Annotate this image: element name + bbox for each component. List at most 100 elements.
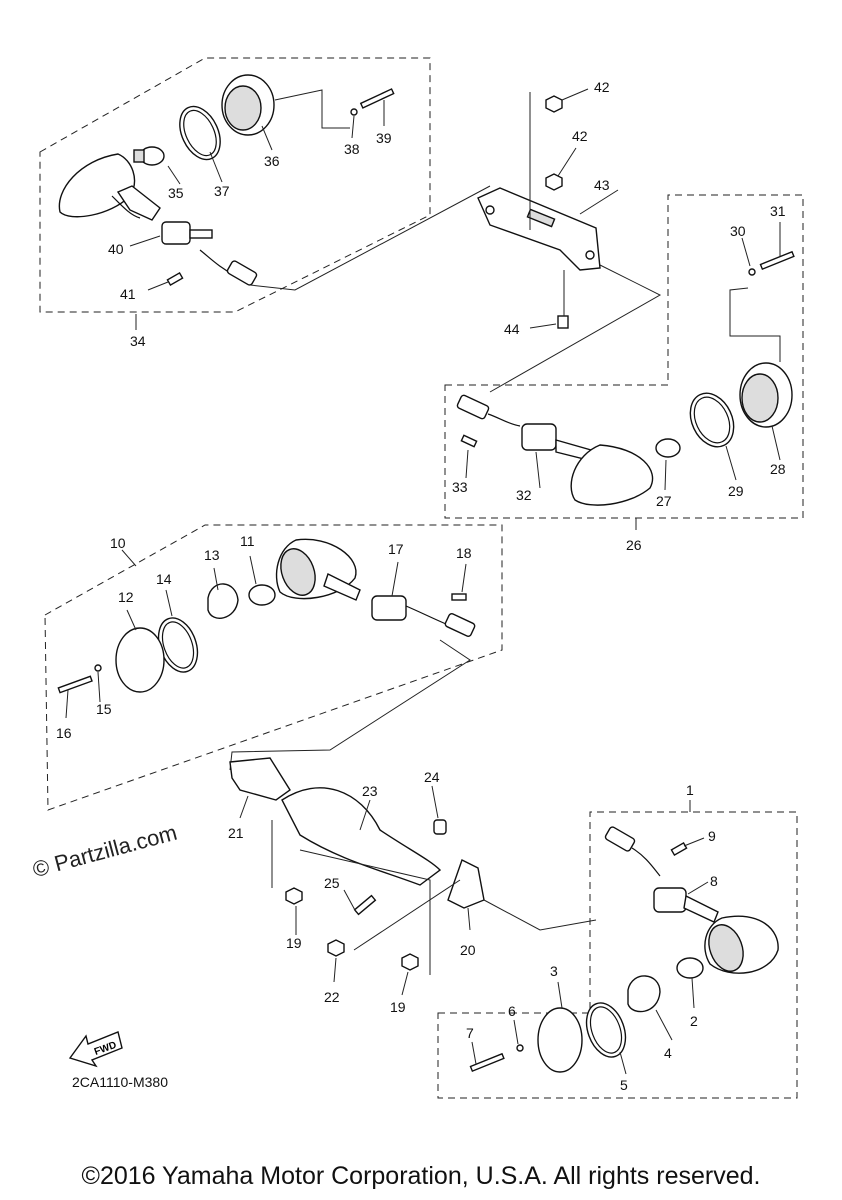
- callout-28: 28: [770, 461, 786, 477]
- cover-23: [281, 787, 442, 886]
- callout-17: 17: [388, 541, 404, 557]
- stay-20: [447, 859, 485, 909]
- nut-19-right: [401, 953, 419, 971]
- washer-38: [350, 108, 358, 116]
- callout-9: 9: [708, 828, 716, 844]
- callout-12: 12: [118, 589, 134, 605]
- stay-21: [229, 757, 291, 801]
- callout-32: 32: [516, 487, 532, 503]
- connector-1: [604, 826, 636, 852]
- screw-18: [451, 593, 467, 601]
- callout-39: 39: [376, 130, 392, 146]
- bolt-22: [327, 939, 345, 957]
- rim-12: [115, 627, 165, 693]
- rim-3: [537, 1007, 583, 1073]
- callout-37: 37: [214, 183, 230, 199]
- callout-24: 24: [424, 769, 440, 785]
- callout-23: 23: [362, 783, 378, 799]
- callout-11: 11: [240, 533, 255, 549]
- callout-8: 8: [710, 873, 718, 889]
- gasket-5: [585, 1002, 627, 1058]
- callout-35: 35: [168, 185, 184, 201]
- callout-18: 18: [456, 545, 472, 561]
- gasket-37: [179, 105, 221, 161]
- callout-22: 22: [324, 989, 340, 1005]
- leader-lines-34: [129, 89, 491, 330]
- stay-shape: [116, 185, 161, 221]
- connector-26: [456, 394, 490, 420]
- callout-2: 2: [690, 1013, 698, 1029]
- callout-42-upper: 42: [594, 79, 610, 95]
- callout-38: 38: [344, 141, 360, 157]
- callout-1: 1: [686, 782, 694, 798]
- grommet-24: [433, 819, 447, 835]
- holder-8: [653, 887, 687, 913]
- assembly-10: [57, 538, 476, 771]
- callout-29: 29: [728, 483, 744, 499]
- assembly-1: [469, 800, 779, 1075]
- callout-41: 41: [120, 286, 136, 302]
- nut-42-upper: [545, 95, 563, 113]
- washer-15: [94, 664, 102, 672]
- nut-42-lower: [545, 173, 563, 191]
- callout-13: 13: [204, 547, 220, 563]
- callout-30: 30: [730, 223, 746, 239]
- assembly-34: [58, 74, 395, 287]
- callout-6: 6: [508, 1003, 516, 1019]
- diagram-code: 2CA1110-M380: [72, 1074, 168, 1090]
- callout-3: 3: [550, 963, 558, 979]
- assembly-box-10: [44, 524, 503, 811]
- nut-19-left: [285, 887, 303, 905]
- assembly-boxes: [39, 57, 804, 1099]
- gasket-29: [689, 392, 735, 448]
- callout-36: 36: [264, 153, 280, 169]
- center-bracket: [229, 757, 597, 996]
- connector: [226, 260, 258, 286]
- callout-44: 44: [504, 321, 520, 337]
- callout-numbers: 34 35 36 37 38 39 40 41 42 42 43 44 31 3…: [56, 79, 786, 1093]
- reflector-4: [627, 975, 661, 1013]
- assembly-box-34: [39, 57, 431, 313]
- callout-10: 10: [110, 535, 126, 551]
- assembly-box-26: [444, 194, 804, 519]
- reflector-13: [207, 583, 239, 619]
- screw-31: [759, 250, 795, 271]
- bulb-27: [655, 438, 681, 458]
- washer-6: [516, 1044, 524, 1052]
- screw-41: [166, 271, 184, 287]
- screw-33: [460, 434, 478, 448]
- callout-5: 5: [620, 1077, 628, 1093]
- connector-10: [444, 613, 476, 637]
- lens-housing-shape: [58, 153, 136, 218]
- callout-26: 26: [626, 537, 642, 553]
- screw-9: [670, 841, 688, 857]
- callout-16: 16: [56, 725, 72, 741]
- bolt-44: [557, 315, 569, 329]
- holder-32: [521, 423, 557, 451]
- bulb-11: [248, 584, 276, 606]
- holder-17: [371, 595, 407, 621]
- lens-housing-26: [570, 444, 654, 506]
- screw-16: [57, 675, 93, 694]
- callout-20: 20: [460, 942, 476, 958]
- assembly-26: [456, 222, 795, 530]
- callout-4: 4: [664, 1045, 672, 1061]
- holder-40: [161, 221, 191, 245]
- screw-39: [359, 88, 395, 109]
- assembly-box-1: [437, 811, 798, 1099]
- bracket-43: [477, 187, 601, 271]
- callout-25: 25: [324, 875, 340, 891]
- callout-21: 21: [228, 825, 244, 841]
- bracket-43-group: [477, 88, 662, 393]
- callout-33: 33: [452, 479, 468, 495]
- callout-42-lower: 42: [572, 128, 588, 144]
- fwd-arrow: FWD: [68, 1031, 123, 1068]
- washer-30: [748, 268, 756, 276]
- callout-31: 31: [770, 203, 786, 219]
- callout-19-right: 19: [390, 999, 406, 1015]
- bolt-25: [353, 894, 377, 916]
- screw-7: [469, 1052, 505, 1073]
- bulb-2: [676, 957, 704, 979]
- callout-43: 43: [594, 177, 610, 193]
